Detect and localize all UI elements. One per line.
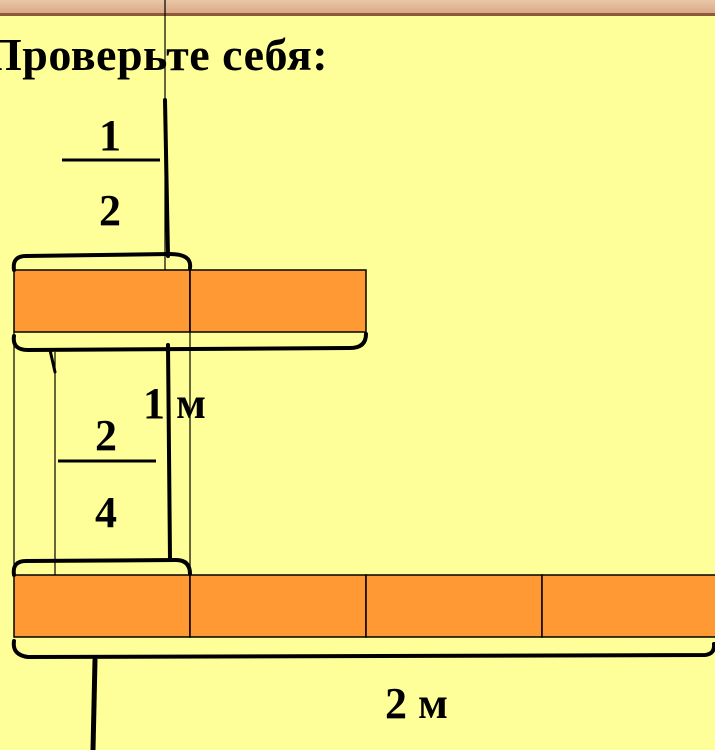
bar-2m-segment-4 xyxy=(541,574,715,638)
fraction-two-quarters-numerator: 2 xyxy=(95,411,117,460)
brace-bottom-quarter-stem xyxy=(166,343,172,562)
page-title: Проверьте себя: xyxy=(0,29,329,80)
fraction-one-half: 1 2 xyxy=(62,111,160,235)
label-2m: 2 м xyxy=(385,679,448,728)
brace-2m-stem xyxy=(90,657,98,750)
bar-2m-segment-1 xyxy=(13,574,191,638)
brace-bottom-quarter xyxy=(11,557,192,577)
brace-top-half xyxy=(11,251,193,272)
brace-1m-stem xyxy=(48,348,57,374)
fraction-one-half-numerator: 1 xyxy=(99,111,121,160)
bar-2m-segment-2 xyxy=(189,574,367,638)
bar-2m-segment-3 xyxy=(365,574,543,638)
label-1m: 1 м xyxy=(143,379,206,428)
guide-lines xyxy=(13,0,191,575)
brace-2m xyxy=(11,639,715,660)
header-band xyxy=(0,0,715,16)
brace-1m xyxy=(11,332,368,353)
fraction-two-quarters-denominator: 4 xyxy=(95,488,117,537)
bar-1m-segment-1 xyxy=(13,269,191,333)
fraction-one-half-denominator: 2 xyxy=(99,186,121,235)
fraction-two-quarters: 2 4 xyxy=(58,411,156,537)
bar-2m xyxy=(13,574,715,638)
bar-1m-segment-2 xyxy=(189,269,367,333)
brace-top-half-stem xyxy=(163,98,170,258)
